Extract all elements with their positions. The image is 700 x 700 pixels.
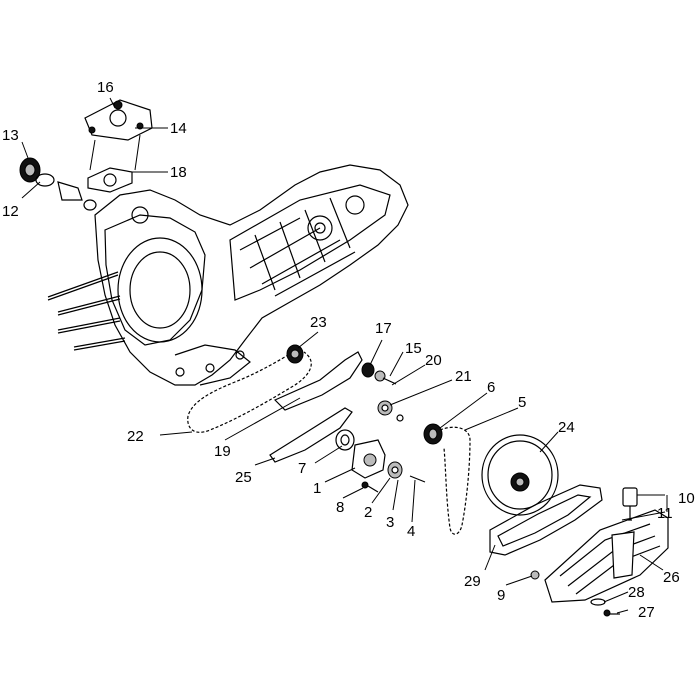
screws-9-27-28	[530, 570, 620, 617]
callout-20: 20	[425, 352, 442, 369]
callout-22: 22	[127, 428, 144, 445]
callout-16: 16	[97, 79, 114, 96]
callout-29: 29	[464, 573, 481, 590]
callout-23: 23	[310, 314, 327, 331]
callout-13: 13	[2, 127, 19, 144]
callout-2: 2	[364, 504, 372, 521]
callout-11: 11	[657, 505, 673, 522]
callout-17: 17	[375, 320, 392, 337]
callout-6: 6	[487, 379, 495, 396]
callout-4: 4	[407, 523, 415, 540]
cover-24	[481, 434, 559, 516]
oil-pump-assembly	[335, 429, 426, 493]
callout-10: 10	[678, 490, 695, 507]
chain-tensioner-25	[269, 407, 353, 463]
callout-9: 9	[497, 587, 505, 604]
callout-3: 3	[386, 514, 394, 531]
small-parts-15-17-20-21	[361, 362, 404, 422]
callout-1: 1	[313, 480, 321, 497]
callout-18: 18	[170, 164, 187, 181]
callout-26: 26	[663, 569, 680, 586]
callout-27: 27	[638, 604, 655, 621]
dipstick-10-11	[611, 487, 638, 579]
drive-chain-5	[439, 426, 471, 535]
callout-15: 15	[405, 340, 422, 357]
crankcase	[94, 164, 409, 386]
callout-7: 7	[298, 460, 306, 477]
top-cover-assembly	[84, 99, 153, 193]
callout-24: 24	[558, 419, 575, 436]
callout-19: 19	[214, 443, 231, 460]
drive-chain-22	[187, 351, 312, 433]
chain-guide-19	[273, 351, 363, 411]
oil-filler-parts	[19, 157, 97, 211]
callout-12: 12	[2, 203, 19, 220]
callout-14: 14	[170, 120, 187, 137]
callout-28: 28	[628, 584, 645, 601]
sprocket-23	[286, 344, 304, 364]
callout-labels: 16 14 18 13 12 23 17 15 20 21 6 5 24 22 …	[2, 79, 695, 621]
leader-lines	[21, 97, 668, 614]
gasket-29	[489, 484, 603, 556]
cylinder-studs	[47, 271, 126, 351]
callout-25: 25	[235, 469, 252, 486]
callout-21: 21	[455, 368, 472, 385]
sprocket-6	[423, 423, 443, 445]
oil-sump-26	[544, 509, 669, 603]
callout-8: 8	[336, 499, 344, 516]
callout-5: 5	[518, 394, 526, 411]
